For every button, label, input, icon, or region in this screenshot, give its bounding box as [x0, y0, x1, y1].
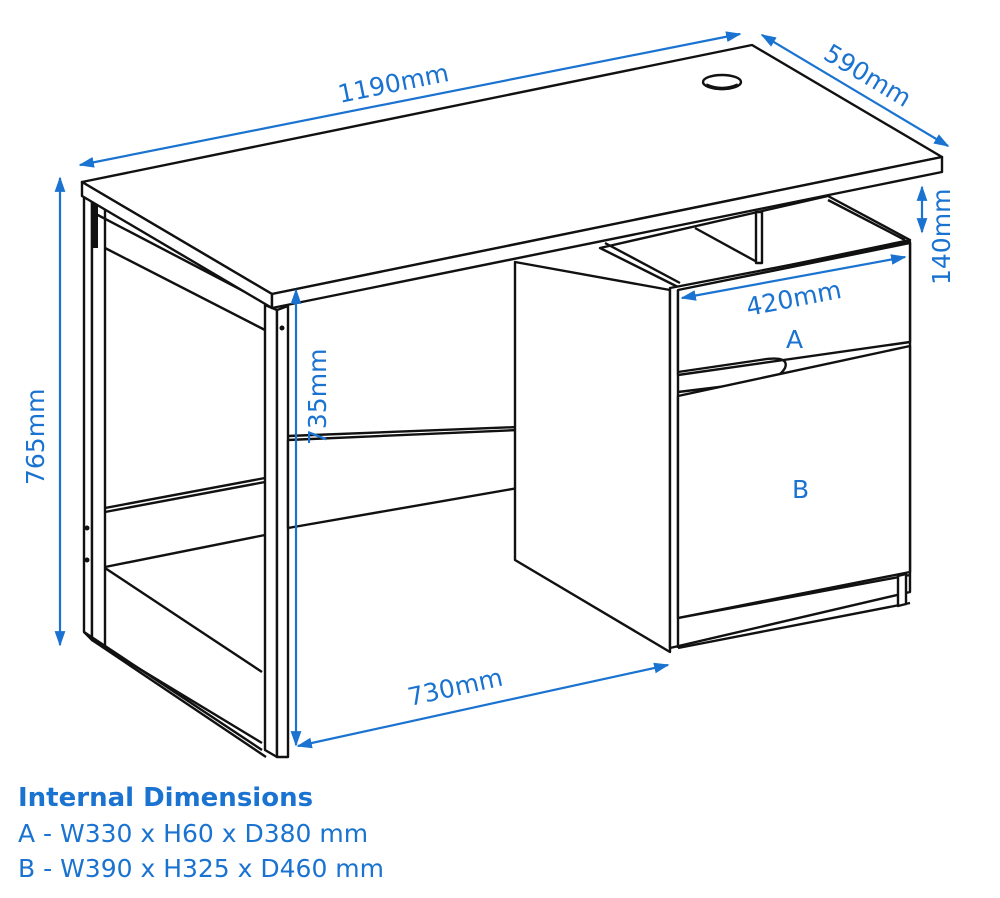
- overall-height-dimension-label: 765mm: [21, 389, 50, 485]
- internal-dimensions-legend: Internal Dimensions A - W330 x H60 x D38…: [18, 780, 384, 886]
- front-frame-leg: [263, 303, 290, 759]
- cupboard-b-label: B: [792, 475, 809, 504]
- pedestal-front: [668, 240, 912, 650]
- drawer-a-label: A: [786, 325, 803, 354]
- dimension-arrows: [54, 31, 950, 749]
- width-dimension-label: 1190mm: [335, 58, 451, 109]
- legend-title: Internal Dimensions: [18, 783, 314, 813]
- legend-row-a: A - W330 x H60 x D380 mm: [18, 819, 369, 848]
- legend-row-b: B - W390 x H325 x D460 mm: [18, 854, 385, 883]
- pedestal-side-panel: [513, 260, 672, 654]
- gap-height-dimension-label: 140mm: [927, 189, 956, 285]
- pedestal-open-shelf: [598, 194, 912, 290]
- under-desk-height-dimension-label: 735mm: [303, 349, 332, 445]
- door-b: [676, 344, 912, 620]
